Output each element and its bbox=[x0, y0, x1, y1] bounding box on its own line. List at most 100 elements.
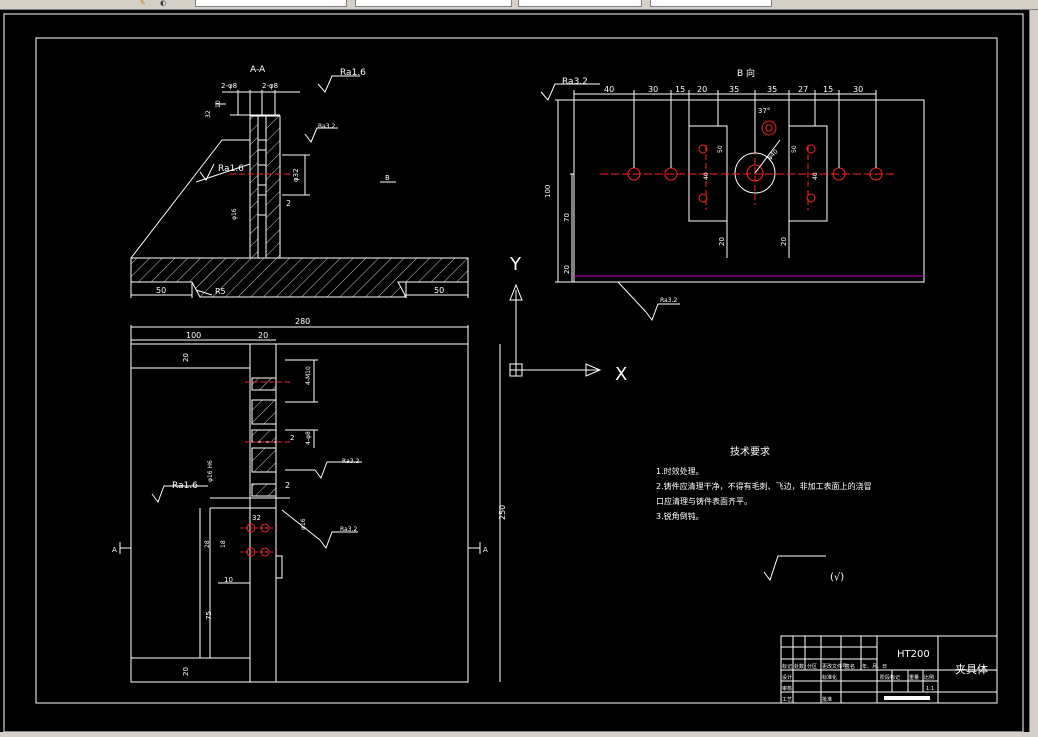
tech-line: 1.时效处理。 bbox=[656, 466, 704, 476]
title-cell: 设计 bbox=[782, 674, 792, 681]
dim-text: 28 bbox=[204, 540, 211, 548]
dim-text: 20 bbox=[182, 353, 190, 362]
section-marker: A bbox=[112, 546, 117, 554]
dim-text: 40 bbox=[812, 172, 819, 180]
dim-text: 50 bbox=[434, 286, 444, 295]
dim-text: R5 bbox=[215, 287, 226, 296]
title-cell: 更改文件号 bbox=[822, 663, 847, 670]
dim-text: 70 bbox=[563, 213, 571, 222]
title-cell: 签名 bbox=[845, 663, 855, 670]
lineweight-dropdown[interactable] bbox=[650, 0, 772, 7]
tech-line: 口应清理与铸件表面齐平。 bbox=[656, 496, 752, 506]
dim-text: 50 bbox=[717, 145, 724, 153]
x-axis-label: X bbox=[615, 364, 627, 385]
y-axis-label: Y bbox=[509, 254, 522, 275]
view-b-outline bbox=[573, 99, 925, 283]
roughness-symbol bbox=[763, 555, 826, 582]
outer-border bbox=[3, 13, 1024, 733]
title-cell: 分区 bbox=[807, 663, 817, 670]
section-aa-view: A-A 2-φ8 2-φ8 Ra1.6 Ra1.6 Ra3.2 φ32 2 φ1… bbox=[130, 65, 469, 298]
dim-text: 35 bbox=[767, 85, 777, 94]
dim-text: φ16 bbox=[300, 518, 307, 530]
layer-dropdown[interactable] bbox=[195, 0, 347, 7]
dim-text: 27 bbox=[798, 85, 808, 94]
linetype-dropdown[interactable] bbox=[518, 0, 642, 7]
dim-text: 10 bbox=[215, 100, 222, 108]
roughness-note: (√) bbox=[830, 572, 844, 583]
dim-text: 2 bbox=[286, 199, 291, 208]
dim-text: 4-M10 bbox=[305, 366, 312, 385]
ucs-icon: Y X bbox=[509, 254, 627, 385]
tech-line: 2.铸件应清理干净，不得有毛刺、飞边，非加工表面上的浇冒 bbox=[656, 481, 872, 491]
title-cell: 阶段标记 bbox=[880, 674, 900, 681]
dim-text: φ16 bbox=[231, 208, 238, 220]
toolbar-icon[interactable]: ◐ bbox=[160, 0, 167, 7]
dim-text: 2 bbox=[290, 434, 294, 442]
dim-text: 2-φ8 bbox=[262, 82, 278, 90]
section-body bbox=[130, 115, 469, 298]
dim-text: 50 bbox=[791, 145, 798, 153]
dim-text: 15 bbox=[823, 85, 833, 94]
dim-text: 100 bbox=[186, 331, 201, 340]
drawing-canvas[interactable]: A-A 2-φ8 2-φ8 Ra1.6 Ra1.6 Ra3.2 φ32 2 φ1… bbox=[0, 10, 1029, 733]
dim-text: 32 bbox=[252, 514, 261, 522]
roughness-label: Ra1.6 bbox=[340, 68, 366, 78]
roughness-label: Ra3.2 bbox=[318, 123, 335, 130]
dim-text: 20 bbox=[780, 237, 788, 246]
layer-icon[interactable]: ✎ bbox=[140, 0, 146, 7]
dim-text: 18 bbox=[220, 540, 227, 548]
title-cell: 批准 bbox=[822, 696, 832, 703]
dim-text: 37° bbox=[758, 107, 770, 115]
support-line bbox=[130, 139, 223, 259]
dim-text: 15 bbox=[675, 85, 685, 94]
view-b-title: B 向 bbox=[737, 67, 755, 79]
roughness-label: Ra1.6 bbox=[218, 164, 244, 174]
title-cell: 工艺 bbox=[782, 697, 792, 703]
title-cell: 比例 bbox=[924, 674, 934, 681]
dim-text: 20 bbox=[563, 265, 571, 274]
dim-text: 35 bbox=[729, 85, 739, 94]
dim-text: 20 bbox=[258, 331, 268, 340]
vertical-scrollbar[interactable] bbox=[1029, 10, 1038, 732]
view-b-marker: B bbox=[385, 174, 390, 182]
pin-hole bbox=[761, 120, 777, 136]
roughness-label: Ra3.2 bbox=[340, 526, 357, 533]
title-cell: 重量 bbox=[909, 674, 919, 681]
tech-line: 3.锐角倒钝。 bbox=[656, 511, 704, 521]
dim-text: 20 bbox=[182, 667, 190, 676]
dim-text: 2 bbox=[285, 481, 290, 490]
dim-text: 30 bbox=[853, 85, 863, 94]
dim-text: 32 bbox=[205, 110, 212, 118]
section-marker: A bbox=[483, 546, 488, 554]
dim-text: 40 bbox=[703, 172, 710, 180]
roughness-label: Ra1.6 bbox=[172, 481, 198, 491]
dim-text: 40 bbox=[604, 85, 614, 94]
tech-title: 技术要求 bbox=[730, 445, 770, 458]
dim-text: 30 bbox=[648, 85, 658, 94]
title-cell: 处数 bbox=[794, 663, 804, 670]
color-dropdown[interactable] bbox=[355, 0, 512, 7]
top-toolbar: ✎ ◐ bbox=[0, 0, 1038, 10]
dim-text: 250 bbox=[498, 505, 507, 520]
dim-text: 50 bbox=[156, 286, 166, 295]
dim-text: 4-φ8 bbox=[305, 431, 312, 445]
title-cell: 年、月、日 bbox=[862, 663, 887, 670]
dim-text: 2-φ8 bbox=[221, 82, 237, 90]
title-cell: 标记 bbox=[782, 663, 792, 670]
upright-hatch bbox=[249, 115, 259, 259]
dim-text: 20 bbox=[697, 85, 707, 94]
upright-hatch-right bbox=[265, 115, 281, 259]
title-cell: 1:1 bbox=[926, 686, 934, 692]
material-label: HT200 bbox=[897, 649, 930, 660]
plan-outline bbox=[130, 343, 469, 683]
dim-text: φ40 bbox=[766, 148, 779, 161]
roughness-label: Ra3.2 bbox=[342, 458, 359, 465]
roughness-label: Ra3.2 bbox=[660, 297, 677, 304]
dim-text: 75 bbox=[205, 611, 213, 620]
dim-text: 20 bbox=[718, 237, 726, 246]
view-b: B 向 40 30 15 20 35 35 27 15 3 bbox=[540, 67, 925, 322]
dim-text: 100 bbox=[544, 185, 552, 198]
dim-text: φ16 H6 bbox=[207, 460, 214, 482]
tech-requirements: 技术要求 1.时效处理。 2.铸件应清理干净，不得有毛刺、飞边，非加工表面上的浇… bbox=[656, 445, 872, 583]
title-cell: 标准化 bbox=[822, 674, 837, 681]
